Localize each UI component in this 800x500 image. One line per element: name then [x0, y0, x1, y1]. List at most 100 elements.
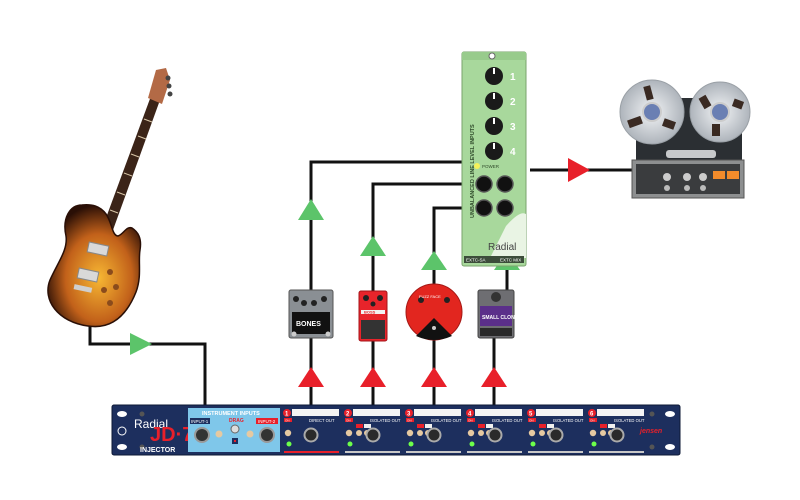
- jd7-model: JD·7: [150, 424, 193, 446]
- jd7-led: [286, 441, 292, 447]
- jd7-led: [530, 441, 536, 447]
- guitar-body: [47, 204, 142, 328]
- pedal-bones-label: BONES: [296, 321, 321, 328]
- jd7-input2-jack[interactable]: [259, 427, 275, 443]
- pedal-boss-label: BOSS: [364, 310, 376, 315]
- jd7-channel-number: 6: [590, 412, 594, 418]
- jd7-subtitle: INJECTOR: [140, 447, 175, 454]
- jd7-section-label: INSTRUMENT INPUTS: [202, 411, 260, 417]
- jd7-brand: Radial: [134, 417, 168, 431]
- jd7-channel-label: ISOLATED OUT: [431, 418, 462, 423]
- mixer-channel-number: 4: [510, 147, 516, 158]
- pedal-boss: BOSS: [358, 290, 388, 342]
- pedal-bones: BONES: [288, 289, 334, 339]
- mixer-knobs: 1 2 3 4: [485, 67, 516, 160]
- jd7-led: [347, 441, 353, 447]
- mixer-channel-number: 3: [510, 122, 516, 133]
- jd7-channel-label: ISOLATED OUT: [492, 418, 523, 423]
- jd7-on-label: ON: [468, 418, 473, 422]
- jd7-channel-number: 5: [529, 412, 533, 418]
- guitar-pickup-neck: [86, 241, 110, 257]
- jd7-jensen-logo: jensen: [639, 428, 662, 435]
- tape-recorder: [619, 79, 751, 199]
- jd7-on-switch[interactable]: [284, 429, 292, 437]
- jd7-on-switch[interactable]: [345, 429, 353, 437]
- arrow-green-boss: [360, 236, 386, 256]
- mixer-knob-4[interactable]: 4: [485, 142, 516, 160]
- jd7-channel-number: 3: [407, 412, 411, 418]
- guitar: [47, 68, 173, 328]
- mixer-channel-number: 1: [510, 72, 516, 83]
- pedal-clone-label: SMALL CLONE: [482, 315, 519, 321]
- jd7-on-label: ON: [529, 418, 534, 422]
- jd7-channel-label: ISOLATED OUT: [553, 418, 584, 423]
- jd7-led: [408, 441, 414, 447]
- arrow-green-bones: [298, 199, 324, 220]
- jd7-lift-switch[interactable]: [417, 430, 423, 436]
- pedal-small-clone: SMALL CLONE: [477, 289, 519, 339]
- jd7-lift-switch[interactable]: [600, 430, 606, 436]
- jd7-led: [469, 441, 475, 447]
- jd7-led: [591, 441, 597, 447]
- mixer-jack-2[interactable]: [496, 175, 514, 193]
- jd7-injector: Radial JD·7 INJECTOR INSTRUMENT INPUTS I…: [111, 404, 681, 456]
- jd7-on-label: ON: [285, 418, 290, 422]
- jd7-on-label: ON: [590, 418, 595, 422]
- mixer-knob-1[interactable]: 1: [485, 67, 516, 85]
- mixer-title: UNBALANCED LINE LEVEL INPUTS: [470, 124, 476, 218]
- guitar-headstock: [148, 68, 170, 104]
- jd7-output-jack[interactable]: [548, 427, 564, 443]
- jd7-on-label: ON: [346, 418, 351, 422]
- arrow-red-mixer-out: [568, 158, 590, 182]
- mixer-power-label: POWER: [482, 164, 500, 169]
- jd7-channel-number: 4: [468, 412, 472, 418]
- jd7-drag-knob[interactable]: [230, 424, 240, 434]
- pedal-fuzz-label: FUZZ FACE: [419, 294, 441, 299]
- guitar-pickup-bridge: [76, 267, 100, 283]
- jd7-channel-label: DIRECT OUT: [309, 418, 335, 423]
- mixer-channel-number: 2: [510, 97, 516, 108]
- jd7-lift-switch[interactable]: [356, 430, 362, 436]
- jd7-output-jack[interactable]: [426, 427, 442, 443]
- mixer-knob-2[interactable]: 2: [485, 92, 516, 110]
- arrow-red-out3: [421, 367, 447, 387]
- mixer-model: EXTC-SA: [466, 258, 486, 263]
- jd7-channel-number: 1: [285, 412, 289, 418]
- arrow-green-fuzz: [421, 251, 447, 270]
- jd7-on-switch[interactable]: [589, 429, 597, 437]
- mixer-jack-1[interactable]: [475, 175, 493, 193]
- mixer-knob-3[interactable]: 3: [485, 117, 516, 135]
- mixer-jack-4[interactable]: [496, 199, 514, 217]
- jd7-output-jack[interactable]: [487, 427, 503, 443]
- jd7-input1-jack[interactable]: [194, 427, 210, 443]
- jd7-drag-label: DRAG: [229, 418, 244, 424]
- arrow-red-out4: [481, 367, 507, 387]
- jd7-on-switch[interactable]: [467, 429, 475, 437]
- signal-arrows: [130, 158, 590, 387]
- mixer-jack-3[interactable]: [475, 199, 493, 217]
- jd7-lift-switch[interactable]: [539, 430, 545, 436]
- jd7-output-jack[interactable]: [303, 427, 319, 443]
- jd7-output-jack[interactable]: [609, 427, 625, 443]
- pedal-fuzz-face: FUZZ FACE: [405, 283, 463, 341]
- jd7-channel-number: 2: [346, 412, 350, 418]
- arrow-red-out1: [298, 367, 324, 387]
- guitar-neck: [103, 96, 160, 230]
- jd7-input1-label: INPUT-1: [191, 419, 209, 424]
- mixer-brand: Radial: [488, 242, 516, 253]
- jd7-channel-label: ISOLATED OUT: [370, 418, 401, 423]
- arrow-green-guitar: [130, 333, 152, 355]
- jd7-on-switch[interactable]: [406, 429, 414, 437]
- arrow-red-out2: [360, 367, 386, 387]
- mixer-tag: EXTC MIX: [500, 258, 521, 263]
- jd7-lift-switch[interactable]: [478, 430, 484, 436]
- jd7-on-switch[interactable]: [528, 429, 536, 437]
- jd7-output-jack[interactable]: [365, 427, 381, 443]
